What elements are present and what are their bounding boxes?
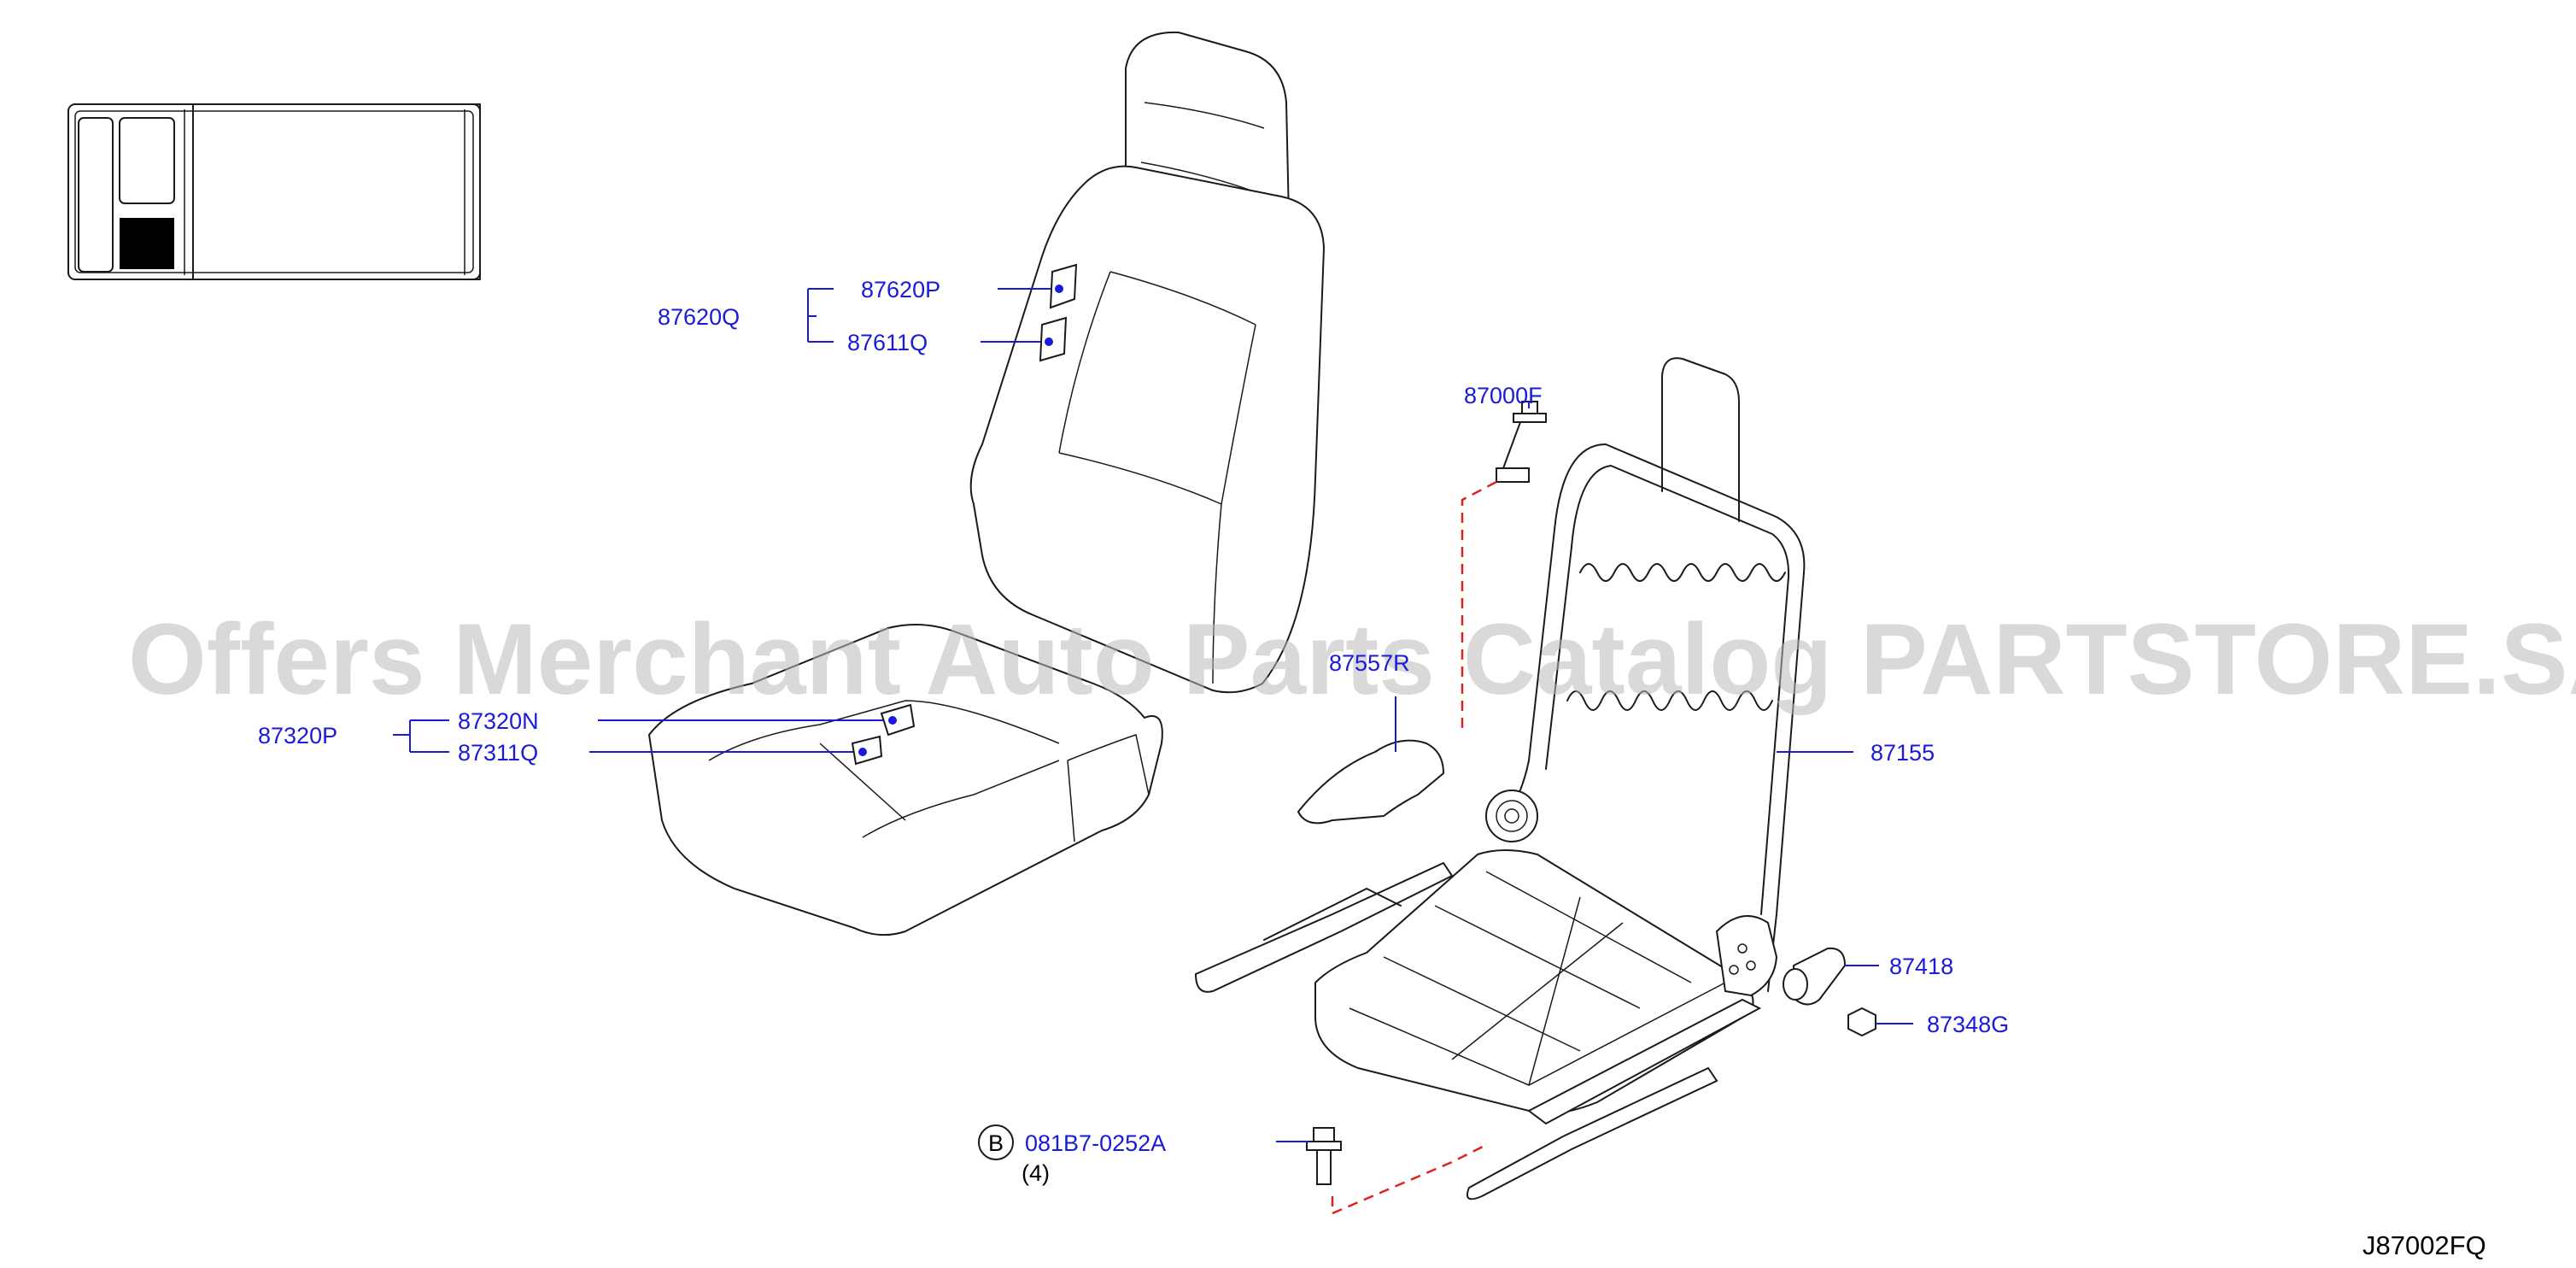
label-87000F[interactable]: 87000F bbox=[1464, 383, 1543, 408]
diagram-code: J87002FQ bbox=[2362, 1230, 2486, 1260]
label-87620P[interactable]: 87620P bbox=[861, 277, 940, 302]
install-line-87000f bbox=[1461, 480, 1497, 735]
nut bbox=[1847, 1007, 1876, 1037]
label-87311Q[interactable]: 87311Q bbox=[458, 740, 538, 766]
seat-back-cushion bbox=[969, 31, 1326, 694]
label-87348G[interactable]: 87348G bbox=[1927, 1012, 2009, 1037]
leader-lines bbox=[393, 288, 1913, 1142]
vehicle-locator-thumbnail bbox=[67, 103, 481, 280]
recliner-knob bbox=[1783, 947, 1847, 1006]
bolt-87000f bbox=[1496, 401, 1547, 483]
bolt-badge-letter: B bbox=[988, 1130, 1004, 1156]
label-87620Q[interactable]: 87620Q bbox=[658, 304, 740, 330]
seat-frame bbox=[1194, 357, 1806, 1200]
bolt-081b7 bbox=[1306, 1127, 1342, 1185]
part-dots bbox=[851, 263, 1078, 766]
install-line-081b7 bbox=[1331, 1143, 1487, 1215]
label-87320P[interactable]: 87320P bbox=[258, 723, 337, 748]
label-bolt-qty: (4) bbox=[1022, 1160, 1050, 1186]
label-87611Q[interactable]: 87611Q bbox=[847, 330, 928, 355]
label-87155[interactable]: 87155 bbox=[1871, 740, 1935, 766]
seat-cushion bbox=[647, 624, 1163, 936]
side-cover bbox=[1297, 739, 1445, 825]
selected-seat-marker bbox=[120, 218, 174, 269]
label-87320N[interactable]: 87320N bbox=[458, 708, 539, 734]
label-081B7-0252A[interactable]: 081B7-0252A bbox=[1025, 1130, 1166, 1156]
label-87557R[interactable]: 87557R bbox=[1329, 650, 1410, 676]
bolt-callout[interactable]: B 081B7-0252A (4) bbox=[978, 1124, 1166, 1186]
watermark-text: Offers Merchant Auto Parts Catalog PARTS… bbox=[128, 603, 2576, 716]
label-87418[interactable]: 87418 bbox=[1889, 954, 1953, 979]
